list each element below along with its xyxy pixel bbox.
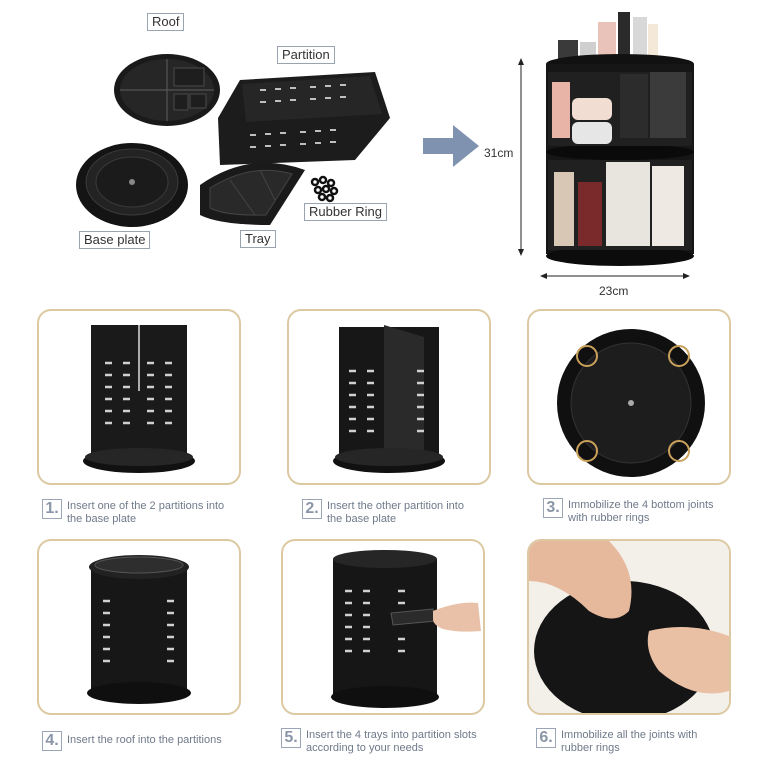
step-5-number: 5. xyxy=(281,728,301,748)
roof-label: Roof xyxy=(147,13,185,31)
step-3-text: Immobilize the 4 bottom joints with rubb… xyxy=(568,499,714,524)
height-label: 31cm xyxy=(484,146,514,160)
step-6-text: Immobilize all the joints with rubber ri… xyxy=(561,729,698,754)
step-4-number: 4. xyxy=(42,731,62,751)
base-plate-part xyxy=(76,143,188,227)
tray-part xyxy=(200,162,305,225)
partition-part xyxy=(218,72,390,165)
step-2-number: 2. xyxy=(302,499,322,519)
width-dimension-line xyxy=(540,271,690,281)
step-5-text: Insert the 4 trays into partition slots … xyxy=(306,729,477,754)
step-6-number: 6. xyxy=(536,728,556,748)
step-4: 4. Insert the roof into the partitions xyxy=(42,731,257,751)
arrow-right-icon xyxy=(423,125,479,167)
rubber-rings-part xyxy=(310,175,339,203)
step-2-image xyxy=(287,309,491,485)
step-5: 5. Insert the 4 trays into partition slo… xyxy=(281,728,496,755)
step-2: 2. Insert the other partition into the b… xyxy=(302,499,517,526)
tray-label: Tray xyxy=(240,230,276,248)
assembled-product xyxy=(538,12,698,274)
parts-diagram xyxy=(70,10,400,255)
step-1-number: 1. xyxy=(42,499,62,519)
step-3: 3. Immobilize the 4 bottom joints with r… xyxy=(543,498,758,525)
step-4-text: Insert the roof into the partitions xyxy=(67,734,222,746)
step-1: 1. Insert one of the 2 partitions into t… xyxy=(42,499,257,526)
step-3-image xyxy=(527,309,731,485)
step-4-image xyxy=(37,539,241,715)
step-2-text: Insert the other partition into the base… xyxy=(327,500,464,525)
step-1-image xyxy=(37,309,241,485)
step-5-image xyxy=(281,539,485,715)
partition-label: Partition xyxy=(277,46,335,64)
base-plate-label: Base plate xyxy=(79,231,151,249)
roof-part xyxy=(114,54,220,126)
step-3-number: 3. xyxy=(543,498,563,518)
width-label: 23cm xyxy=(599,284,629,298)
rubber-ring-label: Rubber Ring xyxy=(304,203,387,221)
step-1-text: Insert one of the 2 partitions into the … xyxy=(67,500,225,525)
step-6-image xyxy=(527,539,731,715)
height-dimension-line xyxy=(516,58,526,256)
step-6: 6. Immobilize all the joints with rubber… xyxy=(536,728,751,755)
